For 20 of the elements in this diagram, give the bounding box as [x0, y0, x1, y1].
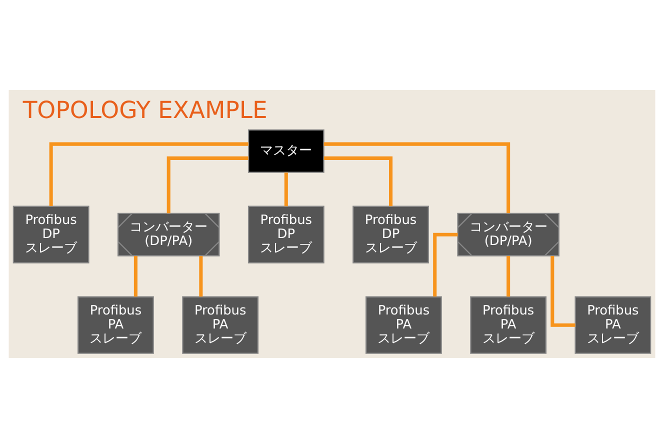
node-box: Profibus PA スレーブ — [470, 296, 547, 354]
node-box: Profibus PA スレーブ — [574, 296, 652, 354]
node-box: Profibus DP スレーブ — [248, 206, 324, 264]
connector — [433, 232, 458, 296]
node-box: Profibus PA スレーブ — [78, 296, 154, 354]
connector — [324, 156, 393, 206]
connector — [134, 256, 138, 297]
diagram-title: TOPOLOGY EXAMPLE — [22, 96, 268, 124]
node-box: Profibus PA スレーブ — [182, 296, 259, 354]
connector — [49, 142, 248, 206]
node-box: マスター — [248, 129, 324, 173]
connector — [506, 256, 510, 297]
connector — [284, 172, 288, 206]
connector — [199, 256, 203, 297]
connector — [166, 156, 248, 214]
node-box: Profibus DP スレーブ — [12, 206, 90, 264]
node-box: Profibus DP スレーブ — [352, 206, 429, 264]
connector — [324, 142, 510, 214]
node-box: Profibus PA スレーブ — [366, 296, 442, 354]
connector — [550, 256, 576, 327]
